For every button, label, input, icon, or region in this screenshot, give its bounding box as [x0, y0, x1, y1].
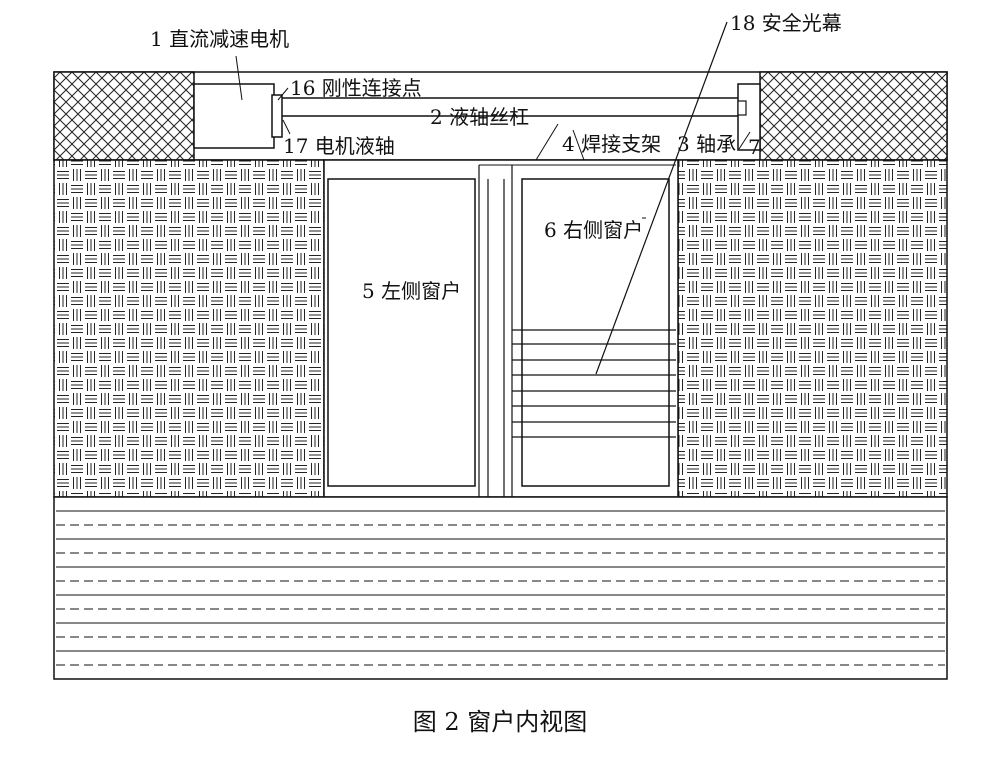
figure-caption: 图 2 窗户内视图 [413, 708, 588, 736]
floor [53, 496, 948, 680]
leader-light-curtain [595, 21, 728, 375]
label-left-window: 5 左侧窗户 [362, 279, 461, 303]
rigid-joint [271, 94, 283, 138]
floor-hatch-lines [56, 510, 945, 666]
safety-light-curtain-beams [512, 329, 676, 438]
label-screw-rod: 2 液轴丝杠 [430, 105, 529, 129]
leader-bracket-support [535, 123, 559, 161]
label-light-curtain: 18 安全光幕 [730, 11, 842, 35]
label-right-marker: 7 [748, 135, 761, 159]
label-bearing: 3 轴承 [677, 132, 736, 156]
dc-gear-motor [193, 83, 275, 149]
label-rigid-joint: 16 刚性连接点 [290, 76, 422, 100]
left-brick-wall [53, 159, 325, 498]
label-motor-shaft: 17 电机液轴 [283, 134, 395, 158]
top-left-hatch [53, 71, 195, 161]
top-right-hatch [759, 71, 948, 161]
leader-right-marker [738, 131, 751, 150]
label-weld-bracket: 4 焊接支架 [562, 132, 661, 156]
right-brick-wall [677, 159, 948, 498]
bearing [737, 100, 747, 116]
leader-rigid-joint [277, 87, 289, 101]
leader-motor [235, 55, 243, 101]
right-window-frame [521, 178, 670, 487]
leader-motor-shaft [282, 119, 291, 135]
leader-bracket [572, 129, 585, 161]
label-right-window: 6 右侧窗户 [544, 218, 643, 242]
label-motor: 1 直流减速电机 [150, 27, 289, 51]
left-window-frame [327, 178, 476, 487]
